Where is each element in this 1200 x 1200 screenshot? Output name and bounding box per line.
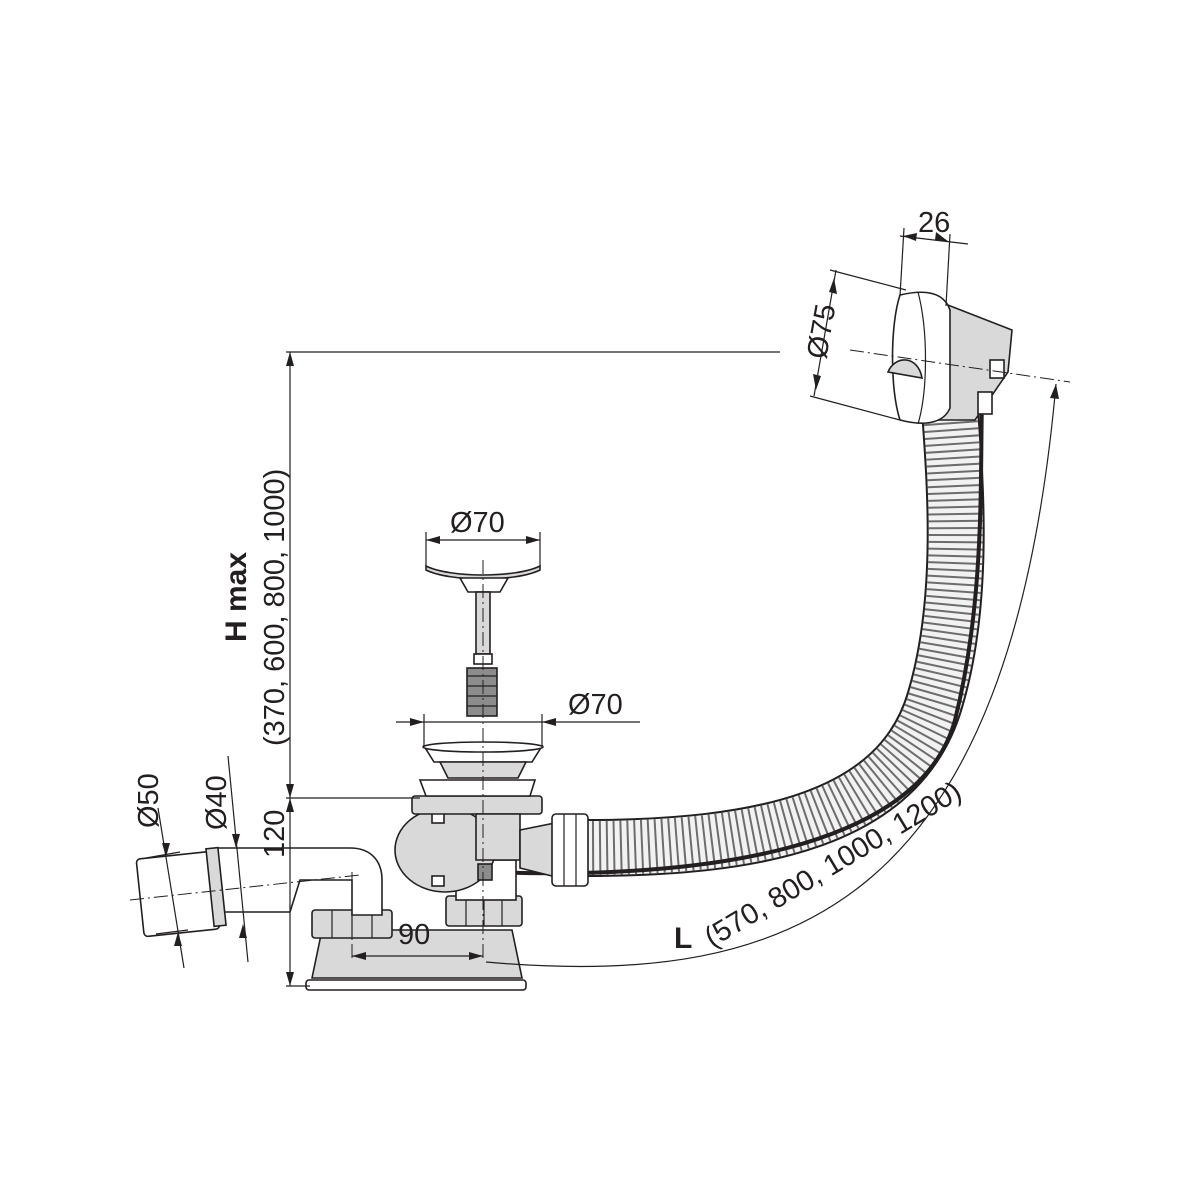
plug-diameter-label: Ø70 (450, 507, 505, 539)
center-lines (129, 349, 1071, 960)
trap-height-label: 120 (259, 810, 291, 858)
outlet-outer-diameter-label: Ø50 (133, 773, 165, 828)
height-values-label: (370, 600, 800, 1000) (259, 469, 291, 746)
plug-assembly (425, 564, 541, 717)
trap-offset-label: 90 (398, 919, 430, 951)
dimension-lines (145, 227, 1059, 987)
height-label: H max (220, 552, 253, 642)
outlet-inner-diameter-label: Ø40 (201, 775, 233, 830)
corrugated-hose (489, 399, 985, 877)
overflow-head (886, 291, 1013, 425)
length-label: L (674, 922, 692, 955)
strainer-diameter-label: Ø70 (568, 689, 623, 721)
overflow-depth-label: 26 (918, 207, 950, 239)
overflow-diameter-label: Ø75 (801, 302, 842, 362)
